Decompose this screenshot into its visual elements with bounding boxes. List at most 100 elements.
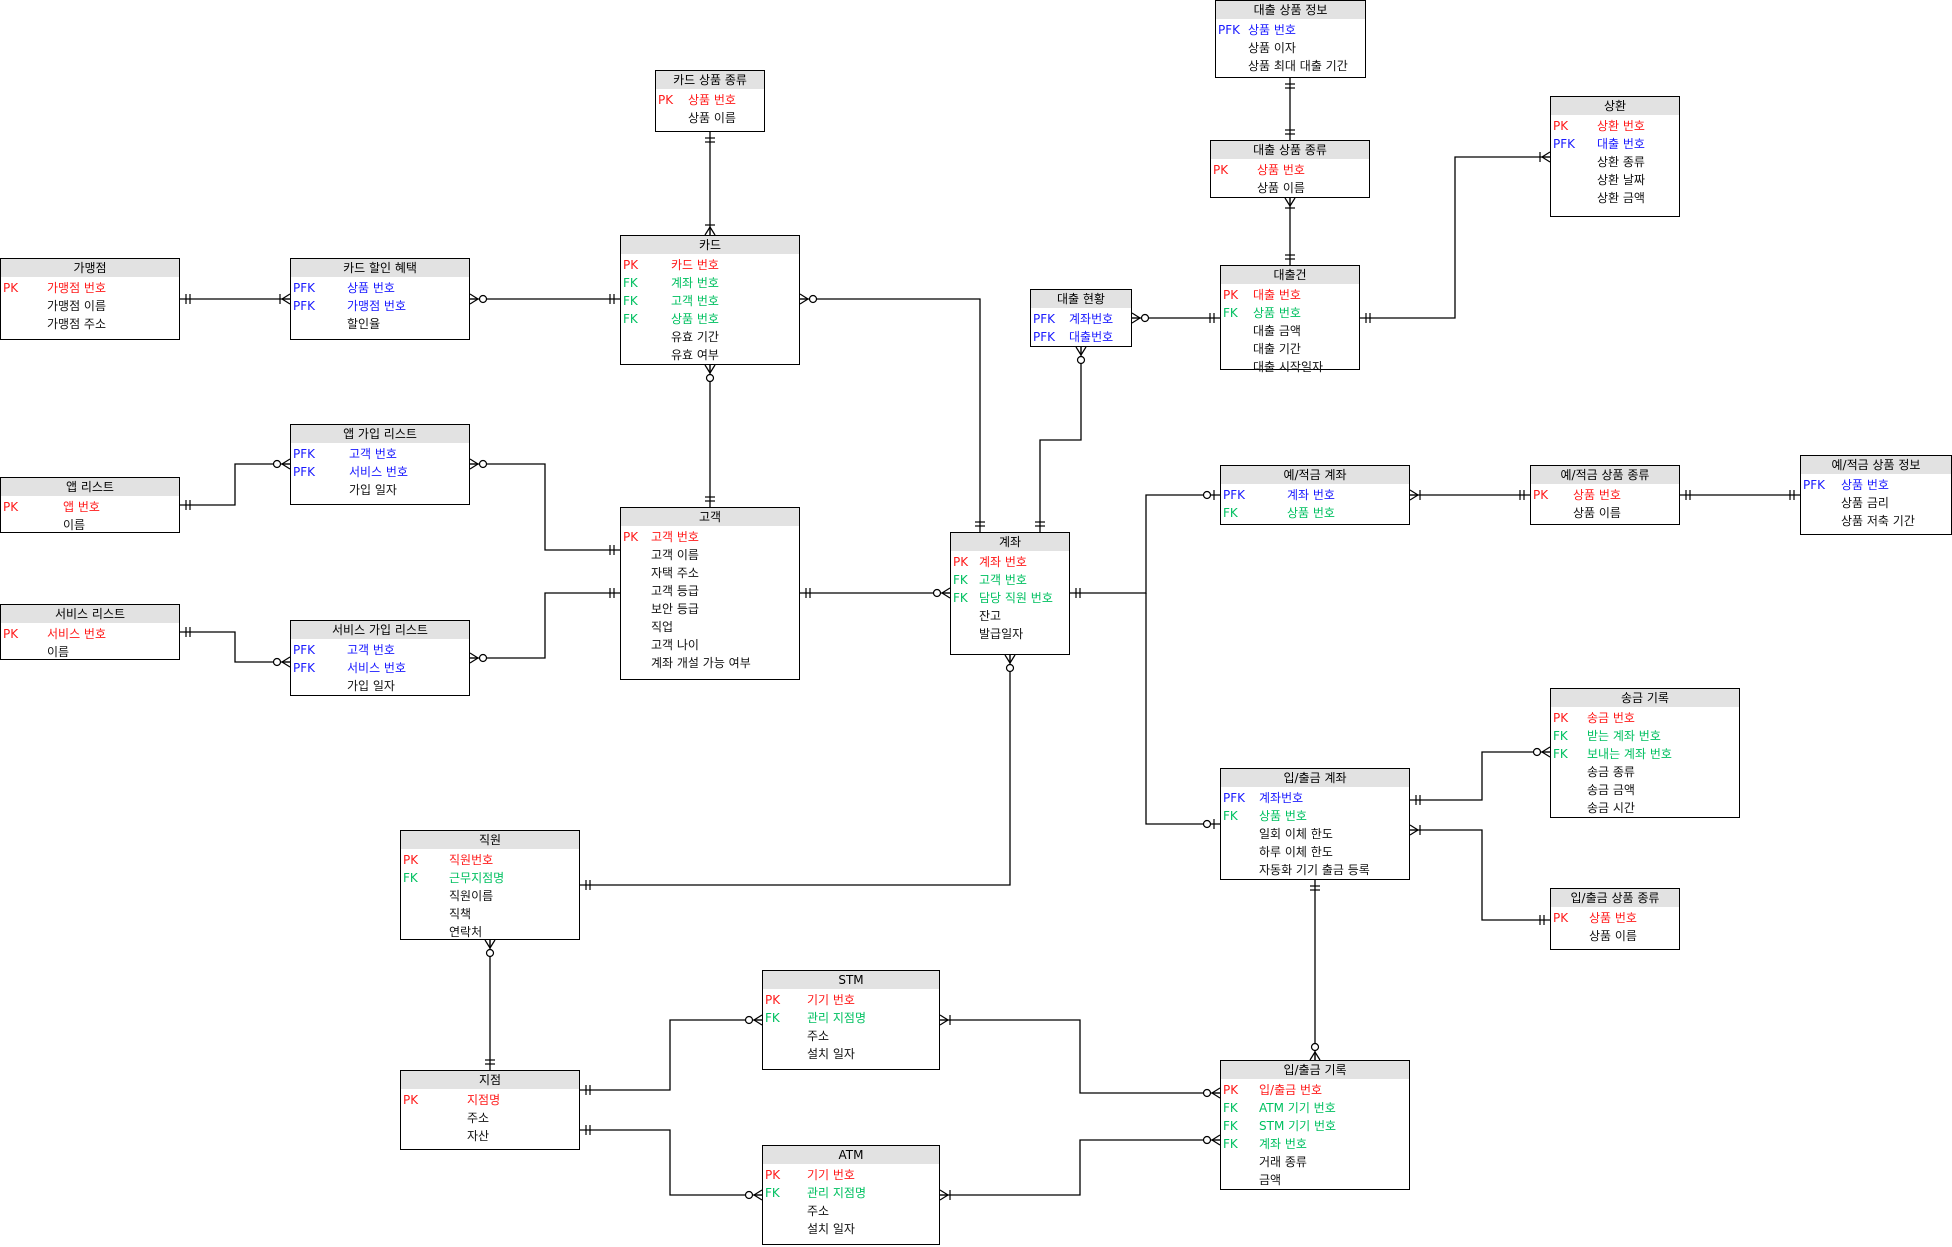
relationship-connector[interactable] (1680, 490, 1800, 500)
attribute-name: 서비스 번호 (47, 627, 107, 641)
cardinality-start-icon (1075, 346, 1087, 365)
relationship-connector[interactable] (1360, 151, 1551, 323)
key-type-label: FK (953, 591, 968, 605)
relationship-connector[interactable] (580, 654, 1016, 890)
attribute-row: 가입 일자 (291, 481, 469, 499)
relationship-connector[interactable] (1070, 490, 1220, 598)
relationship-connector[interactable] (799, 293, 985, 532)
cardinality-start-icon (1131, 312, 1150, 324)
attribute-name: 상품 번호 (1257, 163, 1305, 177)
relationship-connector[interactable] (1035, 346, 1087, 532)
entity-title: 송금 기록 (1551, 689, 1739, 707)
attribute-row: 하루 이체 한도 (1221, 843, 1409, 861)
cardinality-end-icon (932, 587, 951, 599)
relationship-connector[interactable] (1409, 489, 1530, 501)
relationship-connector[interactable] (180, 293, 291, 305)
key-type-label: PK (1553, 119, 1569, 133)
relationship-connector[interactable] (939, 1134, 1221, 1201)
attribute-name: 유효 여부 (671, 348, 719, 362)
entity-title: 예/적금 상품 종류 (1531, 466, 1679, 484)
relationship-connector[interactable] (484, 939, 496, 1070)
attribute-row: 송금 종류 (1551, 763, 1739, 781)
cardinality-start-icon (1075, 588, 1081, 598)
attribute-name: 상품 이자 (1248, 41, 1296, 55)
cardinality-start-icon (185, 500, 191, 510)
relationship-connector[interactable] (580, 1014, 763, 1095)
key-type-label: PFK (293, 465, 316, 479)
relationship-connector[interactable] (469, 588, 620, 664)
attribute-name: 계좌 번호 (1287, 488, 1335, 502)
attribute-name: 입/출금 번호 (1259, 1083, 1323, 1097)
relationship-connector[interactable] (1285, 78, 1295, 140)
cardinality-end-icon (975, 521, 985, 527)
relationship-connector[interactable] (1145, 593, 1220, 829)
relationship-connector[interactable] (704, 132, 716, 236)
attribute-name: 상품 번호 (1259, 809, 1307, 823)
relationship-connector[interactable] (1284, 197, 1296, 265)
attribute-name: 직원이름 (449, 889, 494, 903)
key-type-label: PK (403, 853, 419, 867)
relationship-connector[interactable] (800, 587, 951, 599)
key-type-label: PFK (1223, 791, 1246, 805)
cardinality-end-icon (705, 496, 715, 502)
relationship-connector[interactable] (180, 627, 291, 668)
relationship-connector[interactable] (1309, 880, 1321, 1061)
entity-title: STM (763, 971, 939, 989)
attribute-row: 발급일자 (951, 625, 1069, 643)
attribute-row: 연락처 (401, 923, 579, 941)
relationship-connector[interactable] (704, 364, 716, 507)
relationship-connector[interactable] (1409, 824, 1550, 925)
attribute-row: 상환 종류 (1551, 153, 1679, 171)
attribute-name: 대출 번호 (1253, 288, 1301, 302)
attribute-row: 일회 이체 한도 (1221, 825, 1409, 843)
entity-title: ATM (763, 1146, 939, 1164)
attribute-name: 서비스 번호 (349, 465, 409, 479)
entity-title: 앱 가입 리스트 (291, 425, 469, 443)
relationship-connector[interactable] (580, 1125, 763, 1201)
attribute-row: 가입 일자 (291, 677, 469, 695)
relationship-connector[interactable] (1131, 312, 1220, 324)
relationship-connector[interactable] (1410, 746, 1551, 805)
relationship-connector[interactable] (180, 458, 291, 510)
cardinality-end-icon (1539, 151, 1551, 163)
attribute-name: 이름 (47, 645, 70, 659)
relationship-connector[interactable] (939, 1014, 1221, 1099)
relationship-connector[interactable] (469, 458, 620, 555)
relationship-connector[interactable] (469, 293, 620, 305)
attribute-row: 상품 이름 (656, 109, 764, 127)
